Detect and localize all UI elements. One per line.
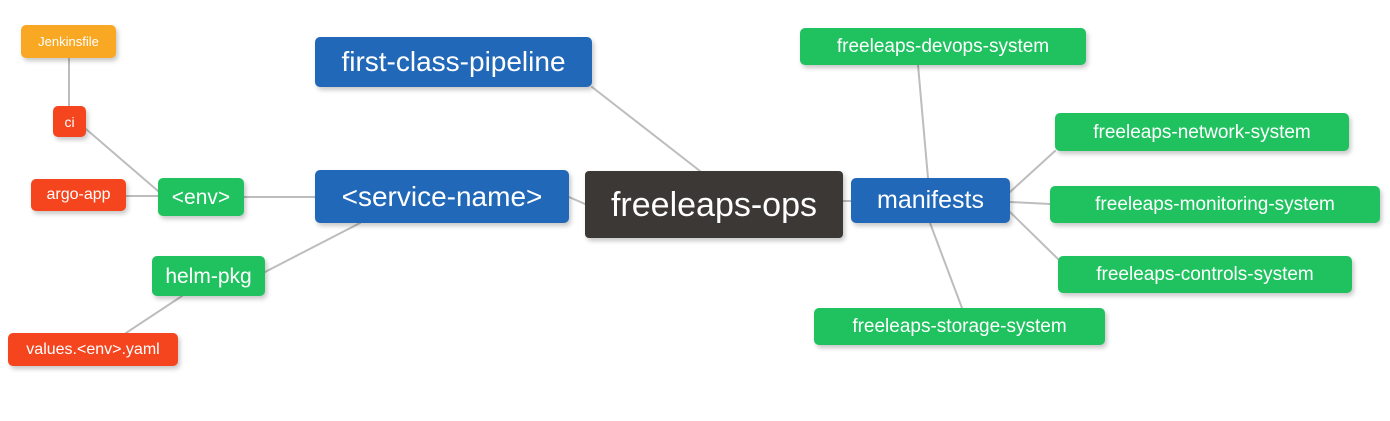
- mindmap-node-freeleaps-storage-system[interactable]: freeleaps-storage-system: [814, 308, 1105, 345]
- mindmap-node-values-env-yaml[interactable]: values.<env>.yaml: [8, 333, 178, 366]
- mindmap-node-helm-pkg[interactable]: helm-pkg: [152, 256, 265, 296]
- mindmap-node-label: freeleaps-network-system: [1093, 121, 1311, 143]
- mindmap-node-manifests[interactable]: manifests: [851, 178, 1010, 223]
- mindmap-node-label: freeleaps-ops: [610, 185, 817, 224]
- mindmap-node-freeleaps-network-system[interactable]: freeleaps-network-system: [1055, 113, 1349, 151]
- mindmap-node-label: manifests: [877, 186, 984, 214]
- edge-manifests-to-freeleaps-storage-system: [929, 222, 963, 309]
- mindmap-node-label: values.<env>.yaml: [26, 340, 160, 358]
- edge-manifests-to-freeleaps-monitoring-system: [1009, 201, 1051, 205]
- edge-service-name-to-helm-pkg: [264, 222, 361, 273]
- mindmap-node-first-class-pipeline[interactable]: first-class-pipeline: [315, 37, 592, 87]
- mindmap-node-label: <env>: [171, 185, 231, 209]
- mindmap-node-ci[interactable]: ci: [53, 106, 86, 137]
- edge-freeleaps-ops-to-first-class-pipeline: [591, 86, 701, 172]
- mindmap-node-label: freeleaps-controls-system: [1096, 264, 1314, 285]
- mindmap-node-jenkinsfile[interactable]: Jenkinsfile: [21, 25, 116, 58]
- mindmap-node-env[interactable]: <env>: [158, 178, 244, 216]
- mindmap-node-label: Jenkinsfile: [38, 34, 99, 49]
- mindmap-node-label: first-class-pipeline: [341, 46, 566, 77]
- mindmap-node-freeleaps-devops-system[interactable]: freeleaps-devops-system: [800, 28, 1086, 65]
- mindmap-node-label: <service-name>: [341, 180, 543, 212]
- edge-manifests-to-freeleaps-devops-system: [917, 64, 929, 179]
- mindmap-node-label: helm-pkg: [165, 264, 252, 288]
- edge-freeleaps-ops-to-service-name: [568, 196, 586, 205]
- mindmap-node-freeleaps-controls-system[interactable]: freeleaps-controls-system: [1058, 256, 1352, 293]
- mindmap-node-freeleaps-ops[interactable]: freeleaps-ops: [585, 171, 843, 238]
- edge-manifests-to-freeleaps-network-system: [1009, 150, 1056, 193]
- mindmap-node-service-name[interactable]: <service-name>: [315, 170, 569, 223]
- mindmap-node-freeleaps-monitoring-system[interactable]: freeleaps-monitoring-system: [1050, 186, 1380, 223]
- mindmap-node-label: ci: [64, 113, 75, 130]
- mindmap-node-label: argo-app: [46, 186, 111, 203]
- mindmap-node-label: freeleaps-storage-system: [852, 316, 1067, 337]
- mindmap-node-label: freeleaps-monitoring-system: [1095, 194, 1335, 215]
- mindmap-node-argo-app[interactable]: argo-app: [31, 179, 126, 211]
- mindmap-node-label: freeleaps-devops-system: [836, 36, 1050, 57]
- edge-helm-pkg-to-values-env-yaml: [125, 295, 183, 334]
